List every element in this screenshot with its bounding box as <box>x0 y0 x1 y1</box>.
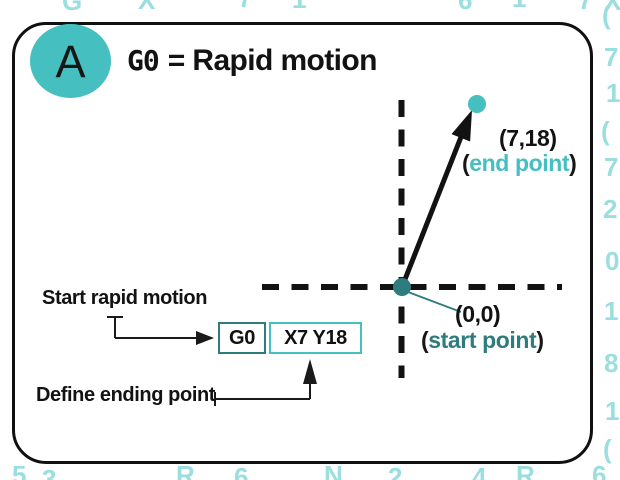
bg-glyph: 1 <box>512 0 526 11</box>
step-badge-letter: A <box>55 36 86 87</box>
bg-glyph: X <box>138 0 155 15</box>
bg-glyph: 1 <box>292 0 306 12</box>
bg-glyph: 8 <box>604 348 618 378</box>
title-description: = Rapid motion <box>167 44 378 77</box>
gcode-coords-box: X7 Y18 <box>269 322 362 354</box>
bg-glyph: R <box>176 460 195 480</box>
bg-glyph: 7 <box>604 152 618 182</box>
end-point-name-text: end point <box>469 150 570 176</box>
bg-glyph: 7 <box>604 42 618 72</box>
bg-glyph: 6 <box>458 0 472 15</box>
bg-glyph: 1 <box>604 296 618 326</box>
start-point-open-paren: ( <box>421 327 429 353</box>
bg-glyph: X <box>604 0 620 16</box>
gcode-command-box: G0 <box>218 322 266 354</box>
bg-glyph: ( <box>603 434 612 464</box>
title-gcode-command: G0 <box>127 44 160 77</box>
page-title: G0 = Rapid motion <box>127 44 377 78</box>
bg-glyph: 2 <box>388 462 402 480</box>
bg-glyph: ( <box>601 116 610 146</box>
bg-glyph: ( <box>602 0 611 30</box>
start-point-name-text: start point <box>428 327 537 353</box>
bg-glyph: G <box>62 0 82 16</box>
bg-glyph: 2 <box>603 194 617 224</box>
start-point-close-paren: ) <box>536 327 544 353</box>
bg-glyph: R <box>516 460 535 480</box>
end-point-name-label: (end point) <box>462 150 577 176</box>
end-point-coords-label: (7,18) <box>499 125 557 151</box>
bg-glyph: 5 <box>12 460 26 480</box>
end-point-open-paren: ( <box>462 150 470 176</box>
bg-glyph: 1 <box>605 396 619 426</box>
start-point-name-label: (start point) <box>421 327 544 353</box>
bg-glyph: 6 <box>234 462 248 480</box>
start-point-coords-label: (0,0) <box>455 301 501 327</box>
bg-glyph: 3 <box>42 464 56 480</box>
define-ending-point-callout: Define ending point <box>36 384 216 406</box>
start-rapid-motion-callout: Start rapid motion <box>42 287 208 309</box>
bg-glyph: 7 <box>238 0 252 11</box>
bg-glyph: 4 <box>472 462 486 480</box>
bg-glyph: 1 <box>606 78 620 108</box>
end-point-close-paren: ) <box>569 150 577 176</box>
bg-glyph: N <box>324 460 343 480</box>
step-badge: A <box>30 24 111 98</box>
bg-glyph: 0 <box>605 246 619 276</box>
bg-glyph: 7 <box>578 0 592 15</box>
bg-glyph: 6 <box>592 460 606 480</box>
